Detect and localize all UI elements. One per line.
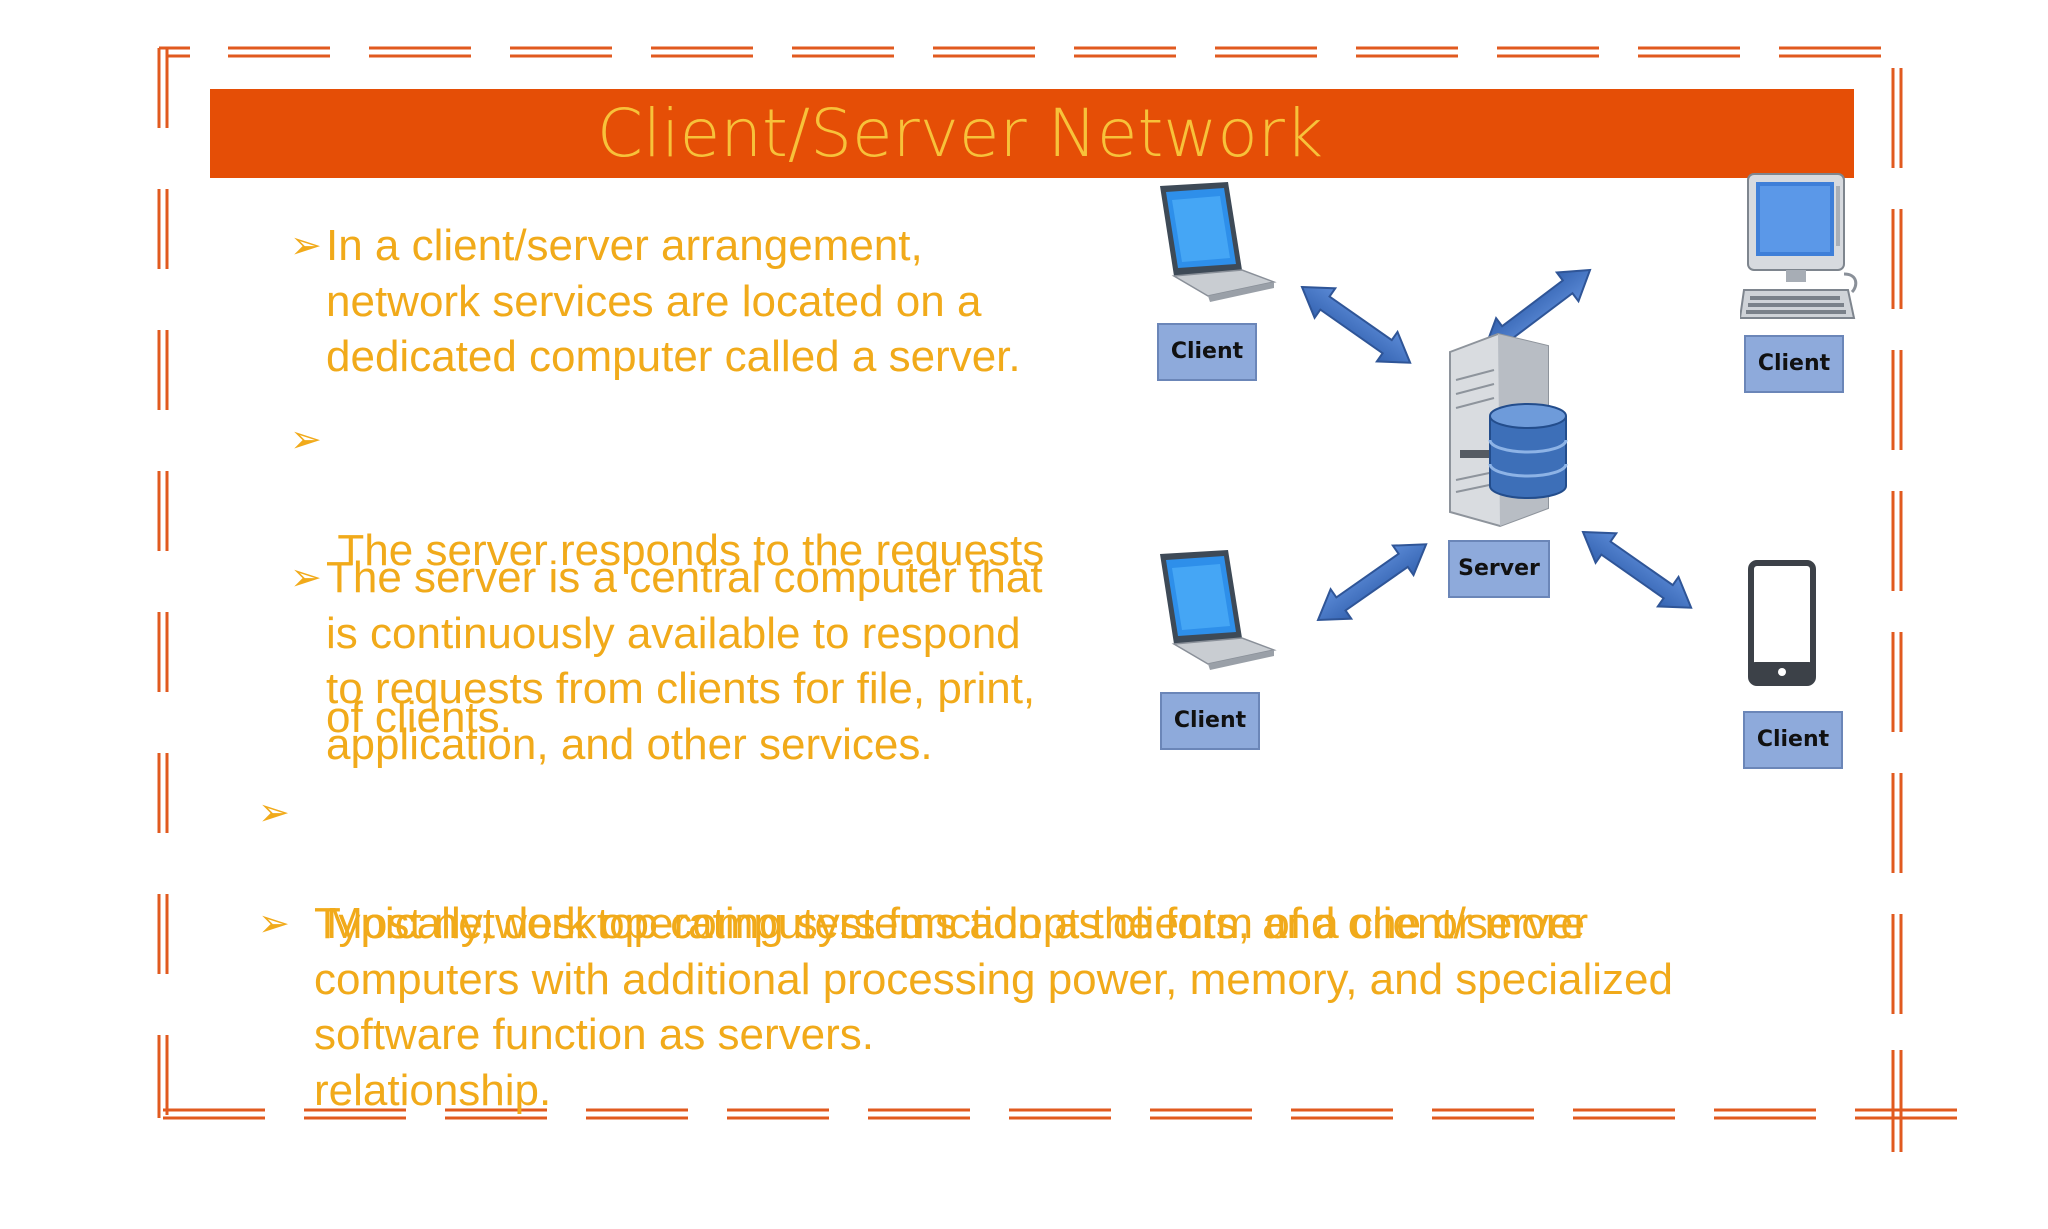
laptop-icon [1160, 182, 1277, 302]
frame-left-edge [157, 48, 169, 1115]
double-arrow-icon [1300, 285, 1412, 364]
arrowhead-bullet-icon: ➢ [258, 901, 290, 945]
laptop-icon [1160, 550, 1277, 670]
bullet-text: The server responds to the requests of c… [326, 412, 1044, 856]
double-arrow-icon [1581, 530, 1693, 609]
bullet-line: The server responds to the requests [326, 526, 1045, 575]
bullet-text: In a client/server arrangement, network … [326, 218, 1021, 385]
frame-top-edge [159, 46, 1881, 58]
bullet-text: The server is a central computer that is… [326, 550, 1043, 772]
frame-right-edge [1891, 68, 1903, 1152]
dashed-frame [157, 46, 1957, 1152]
bullet-line: network services are located on a [326, 276, 982, 326]
bullet-text: Most network operating systems adopt the… [314, 785, 1588, 1229]
slide-title: Client/Server Network [596, 95, 1324, 172]
bullet-line: relationship. [314, 1065, 552, 1115]
client-server-diagram: Client Client [1157, 173, 1858, 769]
server-label: Server [1448, 540, 1550, 598]
bullet-line: The server is a central computer that [326, 553, 1043, 602]
bullet-line: In a client/server arrangement, [326, 221, 923, 270]
arrowhead-bullet-icon: ➢ [258, 790, 290, 834]
bullet-line: application, and other services. [326, 719, 933, 769]
arrowhead-bullet-icon: ➢ [290, 223, 322, 267]
bullet-text: Typically, desktop computers function as… [314, 896, 1673, 1063]
client-label: Client [1157, 323, 1257, 381]
server-database-icon [1449, 332, 1568, 528]
title-bar: Client/Server Network [210, 89, 1854, 178]
bullet-line: computers with additional processing pow… [314, 954, 1673, 1004]
client-label: Client [1744, 335, 1844, 393]
frame-bottom-edge [157, 1090, 1957, 1120]
bullet-line: is continuously available to respond [326, 608, 1021, 658]
arrows-layer [1300, 268, 1693, 622]
bullet-line: Typically, desktop computers function as… [314, 899, 1585, 948]
bullet-line: Most network operating systems adopt the… [314, 899, 1589, 948]
client-label: Client [1743, 711, 1843, 769]
double-arrow-icon [1316, 543, 1428, 622]
arrowhead-bullet-icon: ➢ [290, 417, 322, 461]
bullet-line: to requests from clients for file, print… [326, 664, 1036, 713]
client-label: Client [1160, 692, 1260, 750]
arrowhead-bullet-icon: ➢ [290, 555, 322, 599]
desktop-computer-icon [1740, 173, 1858, 319]
bullet-line: software function as servers. [314, 1010, 875, 1059]
database-icon [1488, 403, 1568, 499]
slide: Client/Server Network ➢ In a client/serv… [157, 46, 1957, 1152]
smartphone-icon [1748, 560, 1816, 686]
bullet-line: of clients. [326, 692, 512, 742]
bullet-line: dedicated computer called a server. [326, 332, 1021, 381]
